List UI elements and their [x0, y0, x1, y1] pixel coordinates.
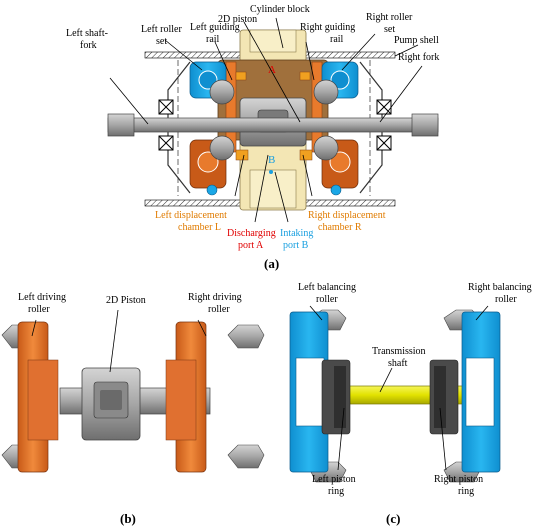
- label-transmission-1: Transmission: [372, 346, 426, 357]
- port-a-mark: A: [268, 64, 276, 76]
- caption-a: (a): [264, 256, 279, 271]
- label-left-driving-roller-2: roller: [28, 304, 50, 315]
- label-left-chamber-2: chamber L: [178, 222, 221, 233]
- label-left-driving-roller-1: Left driving: [18, 292, 66, 303]
- caption-b: (b): [120, 511, 136, 526]
- label-intaking-1: Intaking: [280, 228, 313, 239]
- label-right-balancing-1: Right balancing: [468, 282, 532, 293]
- label-left-shaft-fork-2: fork: [80, 40, 97, 51]
- right-chamber-marker: [299, 149, 313, 161]
- panel-a: A B Cylinder block 2D piston Left shaft-…: [66, 4, 439, 271]
- label-right-roller-set-2: set: [384, 24, 395, 35]
- label-2d-piston-b: 2D Piston: [106, 295, 146, 306]
- label-right-driving-roller-2: roller: [208, 304, 230, 315]
- label-transmission-2: shaft: [388, 358, 408, 369]
- label-left-ring-1: Left piston: [312, 474, 356, 485]
- label-2d-piston: 2D piston: [218, 14, 257, 25]
- label-right-roller-set-1: Right roller: [366, 12, 413, 23]
- c-left-balancing-roller: [289, 309, 351, 483]
- label-right-balancing-2: roller: [495, 294, 517, 305]
- panel-b: Left driving roller 2D Piston Right driv…: [1, 292, 265, 526]
- cylinder-block-bottom: [249, 169, 297, 209]
- label-left-guiding-rail-1: Left guiding: [190, 22, 240, 33]
- leaders-a: [109, 17, 423, 223]
- right-roller-set: [313, 61, 359, 196]
- label-left-roller-set-1: Left roller: [141, 24, 182, 35]
- label-right-chamber-1: Right displacement: [308, 210, 386, 221]
- label-left-guiding-rail-2: rail: [206, 34, 220, 45]
- label-right-ring-1: Right piston: [434, 474, 483, 485]
- c-right-balancing-roller: [429, 309, 501, 483]
- label-left-roller-set-2: set: [156, 36, 167, 47]
- left-upper-marker: [235, 71, 247, 81]
- label-intaking-2: port B: [283, 240, 309, 251]
- b-right-driving-roller: [165, 321, 265, 473]
- leaders-b: [31, 309, 207, 373]
- label-right-fork: Right fork: [398, 52, 439, 63]
- left-roller-set: [189, 61, 235, 196]
- label-right-guiding-rail-1: Right guiding: [300, 22, 355, 33]
- label-pump-shell: Pump shell: [394, 35, 439, 46]
- label-right-ring-2: ring: [458, 486, 474, 497]
- right-upper-marker: [299, 71, 311, 81]
- b-piston-slot-inner: [100, 390, 122, 410]
- label-right-chamber-2: chamber R: [318, 222, 362, 233]
- shaft-a: [107, 117, 439, 133]
- port-b-mark: B: [268, 154, 275, 166]
- label-left-chamber-1: Left displacement: [155, 210, 227, 221]
- shaft-end-left: [107, 113, 135, 137]
- caption-c: (c): [386, 511, 400, 526]
- label-discharging-1: Discharging: [227, 228, 276, 239]
- label-right-guiding-rail-2: rail: [330, 34, 344, 45]
- b-left-driving-roller: [1, 321, 59, 473]
- label-left-ring-2: ring: [328, 486, 344, 497]
- label-left-balancing-1: Left balancing: [298, 282, 356, 293]
- label-discharging-2: port A: [238, 240, 264, 251]
- shaft-end-right: [411, 113, 439, 137]
- port-b-dot: [269, 170, 273, 174]
- bearing-symbols: [158, 99, 392, 151]
- label-right-driving-roller-1: Right driving: [188, 292, 242, 303]
- label-left-balancing-2: roller: [316, 294, 338, 305]
- label-cylinder-block: Cylinder block: [250, 4, 310, 15]
- panel-c: Left balancing roller Right balancing ro…: [289, 282, 532, 526]
- left-chamber-marker: [235, 149, 249, 161]
- cylinder-block-top: [249, 29, 297, 53]
- leaders-c: [309, 305, 489, 471]
- label-left-shaft-fork-1: Left shaft-: [66, 28, 108, 39]
